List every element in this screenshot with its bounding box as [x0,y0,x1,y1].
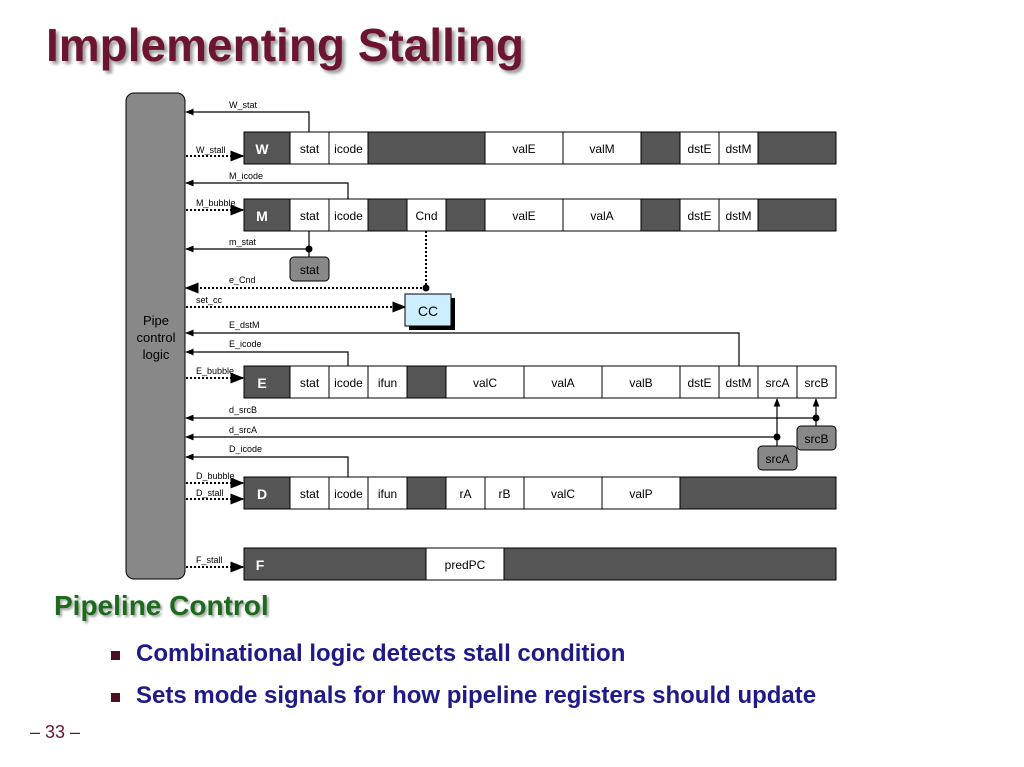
m-field-vala: valA [590,209,613,223]
label-d-srca: d_srcA [229,425,257,435]
label-d-srcb: d_srcB [229,405,257,415]
bullet-text: Sets mode signals for how pipeline regis… [136,682,817,709]
srca-block-label: srcA [766,452,790,466]
label-m-bubble: M_bubble [196,198,236,208]
wire-w-stat [185,108,310,132]
stat-block-label: stat [300,263,320,277]
m-field-cnd: Cnd [415,209,437,223]
register-w: W stat icode valE valM dstE dstM [243,131,837,165]
d-field-stat: stat [300,487,320,501]
e-field-srca: srcA [766,376,790,390]
cc-block [404,293,452,327]
wire-e-dstm [185,329,740,366]
register-e-label: E [257,375,266,391]
srcb-block-label: srcB [805,432,829,446]
d-field-ifun: ifun [378,487,397,501]
m-field-dste: dstE [687,209,711,223]
e-field-dste: dstE [687,376,711,390]
w-field-stat: stat [300,142,320,156]
w-field-valm: valM [589,142,614,156]
wire-d-icode [185,453,349,477]
square-bullet-icon [111,651,120,660]
register-w-label: W [255,141,269,157]
d-field-ra: rA [460,487,472,501]
m-field-icode: icode [334,209,363,223]
e-field-icode: icode [334,376,363,390]
d-field-icode: icode [334,487,363,501]
control-label-line-3: logic [143,347,170,362]
w-field-dste: dstE [687,142,711,156]
register-e: E stat icode ifun valC valA valB dstE ds… [243,365,837,399]
junction-e-cnd [422,284,430,292]
label-e-icode: E_icode [229,339,262,349]
junction-d-srcb [812,414,820,422]
e-field-valc: valC [473,376,497,390]
e-field-stat: stat [300,376,320,390]
w-field-icode: icode [334,142,363,156]
e-field-srcb: srcB [805,376,829,390]
square-bullet-icon [111,693,120,702]
cc-block-label: CC [418,303,438,319]
control-label-line-1: Pipe [143,313,169,328]
label-f-stall: F_stall [196,555,223,565]
label-w-stat: W_stat [229,100,258,110]
signal-wires [184,108,820,573]
register-f-label: F [256,557,265,573]
label-m-stat: m_stat [229,237,257,247]
register-m-label: M [256,208,268,224]
label-d-icode: D_icode [229,444,262,454]
wire-m-icode [185,179,349,199]
pipe-control-logic-block [125,92,186,580]
label-e-bubble: E_bubble [196,366,234,376]
label-set-cc: set_cc [196,295,223,305]
junction-d-srca [773,433,781,441]
slide-number: – 33 – [30,722,81,742]
d-field-valc: valC [551,487,575,501]
e-field-ifun: ifun [378,376,397,390]
srcb-block [796,425,837,451]
label-d-bubble: D_bubble [196,471,235,481]
bullet-text: Combinational logic detects stall condit… [136,640,626,667]
m-field-dstm: dstM [725,209,751,223]
register-m: M stat icode Cnd valE valA dstE dstM [243,198,837,232]
w-field-vale: valE [512,142,535,156]
srca-block [757,445,798,471]
d-field-rb: rB [499,487,511,501]
wire-e-icode [185,348,349,366]
e-field-dstm: dstM [725,376,751,390]
e-field-valb: valB [629,376,652,390]
label-e-dstm: E_dstM [229,320,260,330]
label-w-stall: W_stall [196,145,226,155]
register-d: D stat icode ifun rA rB valC valP [243,476,837,510]
register-d-label: D [257,486,267,502]
e-field-vala: valA [551,376,574,390]
d-field-valp: valP [629,487,652,501]
label-m-icode: M_icode [229,171,263,181]
stat-block [289,256,330,282]
register-f: F predPC [243,547,837,581]
section-heading: Pipeline Control [54,590,269,621]
control-label-line-2: control [136,330,175,345]
m-field-vale: valE [512,209,535,223]
m-field-stat: stat [300,209,320,223]
label-d-stall: D_stall [196,488,224,498]
slide-title: Implementing Stalling [46,19,524,71]
w-field-dstm: dstM [725,142,751,156]
f-field-predpc: predPC [445,558,486,572]
label-e-cnd: e_Cnd [229,275,256,285]
junction-m-stat [305,245,313,253]
